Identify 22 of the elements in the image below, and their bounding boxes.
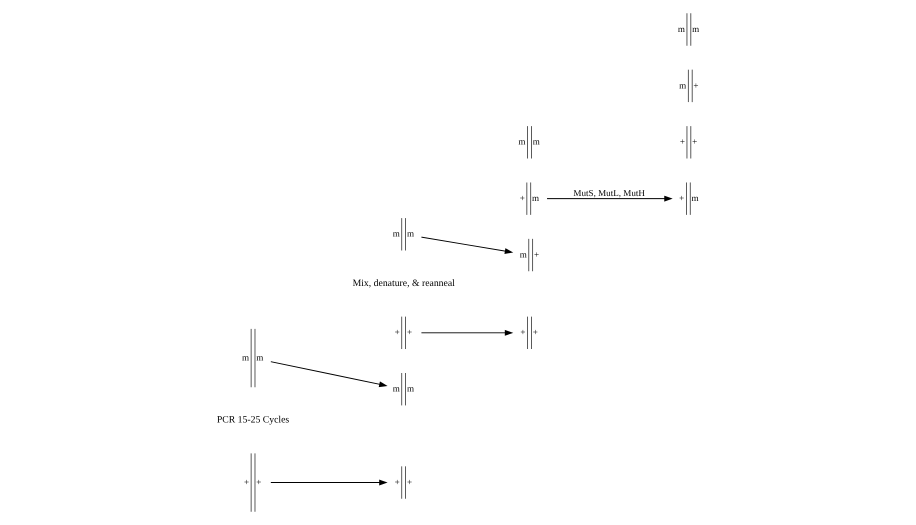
- arrow: [270, 361, 388, 388]
- node-text: + +: [394, 327, 412, 338]
- node-text: m m: [677, 24, 699, 34]
- node-text: m m: [392, 228, 414, 239]
- node-text: + +: [679, 136, 697, 147]
- arrow: [546, 196, 672, 202]
- node-text: + +: [243, 476, 261, 487]
- arrow: [420, 236, 513, 254]
- edge-label: MutS, MutL, MutH: [572, 188, 644, 198]
- arrow: [420, 330, 513, 336]
- node-text: + +: [394, 476, 412, 487]
- node-text: + m: [678, 193, 698, 204]
- node-text: m m: [242, 352, 263, 362]
- node-text: + +: [520, 327, 538, 338]
- node-text: m +: [678, 80, 698, 90]
- label: Mix, denature, & reanneal: [352, 278, 454, 289]
- arrow: [270, 480, 388, 486]
- node-text: m m: [518, 136, 540, 147]
- node-text: m +: [519, 249, 539, 260]
- node-text: m m: [392, 384, 414, 394]
- label: PCR 15-25 Cycles: [216, 414, 289, 426]
- node-text: + m: [519, 193, 539, 204]
